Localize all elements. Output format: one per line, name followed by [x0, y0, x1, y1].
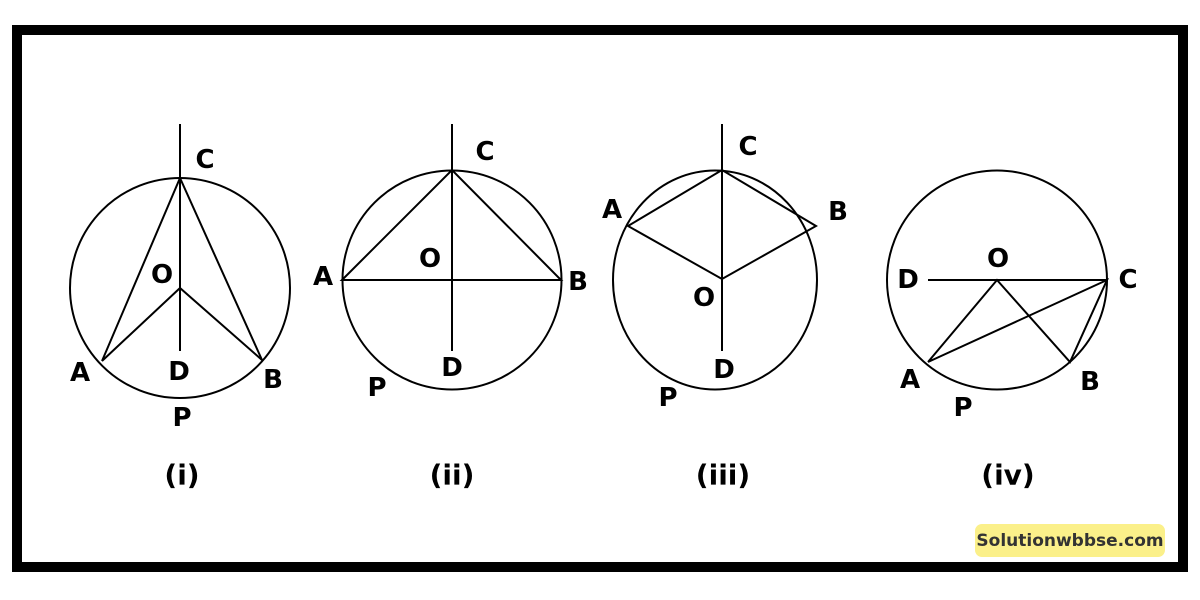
label-c: C [475, 137, 494, 167]
label-p: P [658, 383, 677, 413]
label-p: P [172, 403, 191, 433]
label-o: O [987, 244, 1009, 274]
label-a: A [70, 358, 90, 388]
triangle-acb [339, 168, 564, 281]
label-c: C [1118, 265, 1137, 295]
figure-i: C O A D B P (i) [69, 124, 291, 492]
caption-ii: (ii) [430, 459, 475, 492]
caption-i: (i) [164, 459, 199, 492]
label-a: A [900, 365, 920, 395]
circle [612, 169, 818, 391]
label-o: O [419, 244, 441, 274]
label-c: C [195, 145, 214, 175]
label-o: O [693, 283, 715, 313]
label-d: D [168, 357, 190, 387]
radii-oa-ob [101, 286, 263, 362]
lines-oa-ob-bc-ac [927, 277, 1110, 364]
label-b: B [568, 267, 588, 297]
label-b: B [1080, 367, 1100, 397]
caption-iii: (iii) [696, 459, 750, 492]
caption-iv: (iv) [981, 459, 1034, 492]
figure-iii: C A B O D P (iii) [602, 124, 848, 492]
label-p: P [367, 373, 386, 403]
label-a: A [602, 195, 622, 225]
watermark: Solutionwbbse.com [975, 524, 1165, 557]
label-b: B [263, 365, 283, 395]
diagram-frame [12, 25, 1188, 572]
label-a: A [313, 262, 333, 292]
label-c: C [738, 132, 757, 162]
figure-ii: C O A B D P (ii) [313, 124, 588, 492]
quadrilateral-acbo [626, 168, 818, 281]
label-p: P [953, 393, 972, 423]
label-b: B [828, 197, 848, 227]
label-d: D [441, 353, 463, 383]
figure-iv: D O C A B P (iv) [886, 169, 1138, 492]
label-o: O [151, 260, 173, 290]
chords-ca-cb [101, 175, 263, 362]
label-d: D [713, 355, 735, 385]
label-d: D [897, 265, 919, 295]
